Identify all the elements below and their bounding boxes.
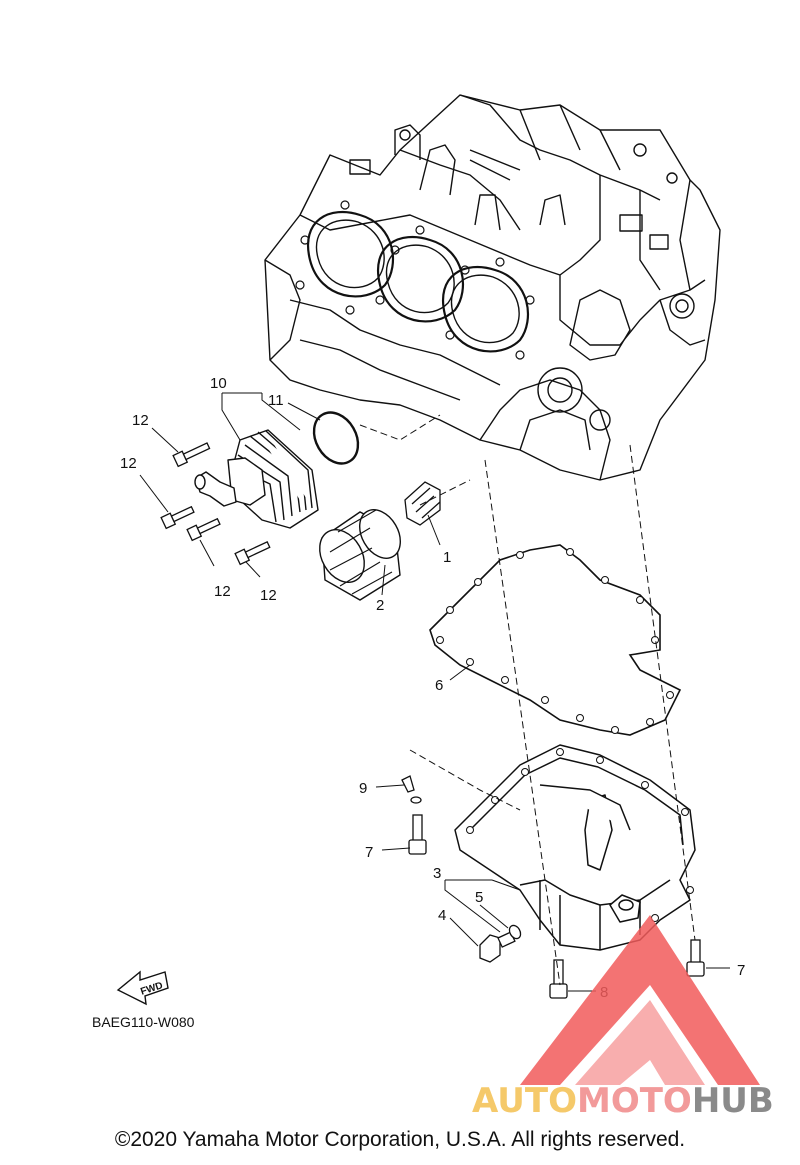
callout-6: 6 xyxy=(435,677,443,694)
callout-3: 3 xyxy=(433,865,441,882)
automotohub-watermark: AUTOMOTOHUB xyxy=(472,915,774,1121)
callout-7-left: 7 xyxy=(365,844,373,861)
watermark-hub: HUB xyxy=(692,1081,774,1121)
callout-7-right: 7 xyxy=(737,962,745,979)
forward-arrow-icon: FWD xyxy=(116,970,169,1006)
callout-1: 1 xyxy=(443,549,451,566)
callout-4: 4 xyxy=(438,907,446,924)
callout-5: 5 xyxy=(475,889,483,906)
alignment-lines xyxy=(359,414,696,986)
gasket-bolt-holes xyxy=(436,548,674,734)
oil-pan xyxy=(454,744,696,951)
callout-12-left: 12 xyxy=(120,455,137,472)
svg-text:AUTOMOTOHUB: AUTOMOTOHUB xyxy=(472,1081,774,1121)
watermark-moto: MOTO xyxy=(577,1081,692,1121)
callout-10: 10 xyxy=(210,375,227,392)
leader-lines xyxy=(139,392,730,992)
copyright-notice: ©2020 Yamaha Motor Corporation, U.S.A. A… xyxy=(114,1128,686,1151)
o-ring xyxy=(312,411,360,465)
callout-9: 9 xyxy=(359,780,367,797)
drain-bolt xyxy=(479,924,522,963)
watermark-auto: AUTO xyxy=(472,1081,577,1121)
watermark-triangle-logo-icon xyxy=(520,915,760,1085)
callout-11: 11 xyxy=(268,392,284,409)
engine-crankcase xyxy=(264,94,721,481)
diagram-code: BAEG110-W080 xyxy=(92,1014,195,1030)
oil-cooler xyxy=(194,429,319,529)
cooler-bolts xyxy=(160,442,271,566)
callout-2: 2 xyxy=(376,597,384,614)
oil-filter xyxy=(319,509,401,601)
oil-pan-gasket xyxy=(429,544,682,736)
bore-bolt-holes xyxy=(295,200,535,360)
callouts: 1 2 3 4 5 6 7 7 8 9 10 11 12 12 12 12 xyxy=(120,375,745,1001)
callout-12-bottom-b: 12 xyxy=(260,587,277,604)
callout-12-top: 12 xyxy=(132,412,149,429)
callout-12-bottom-a: 12 xyxy=(214,583,231,600)
